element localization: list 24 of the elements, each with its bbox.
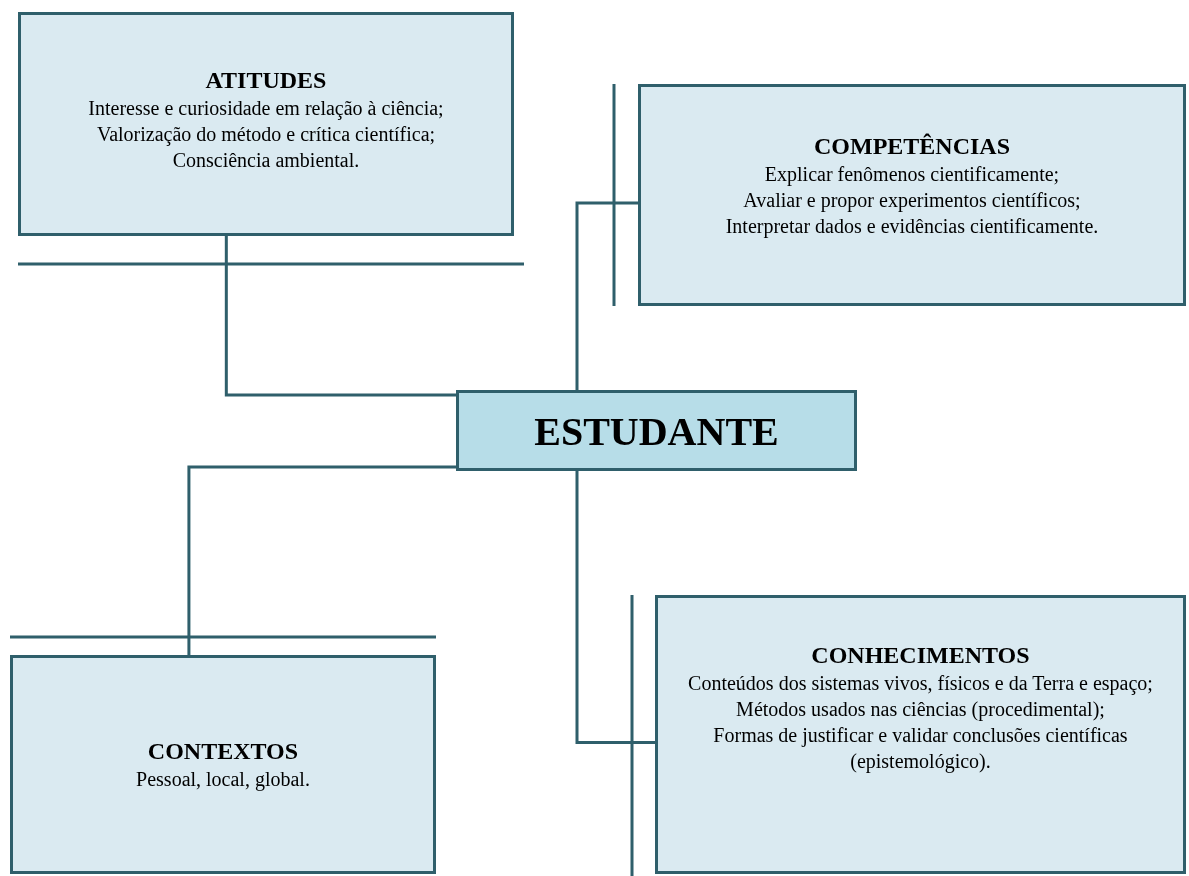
category-box bbox=[10, 655, 436, 874]
box-heading: CONHECIMENTOS bbox=[811, 641, 1030, 670]
connector-line bbox=[187, 465, 456, 655]
box-text: Interpretar dados e evidências cientificamente. bbox=[725, 214, 1099, 239]
box-text: Valorização do método e crítica científica; bbox=[96, 122, 436, 147]
box-heading: CONTEXTOS bbox=[147, 737, 299, 766]
box-heading: ESTUDANTE bbox=[534, 408, 779, 456]
category-box bbox=[18, 12, 514, 236]
category-box bbox=[655, 595, 1186, 874]
box-text: Pessoal, local, global. bbox=[136, 767, 310, 792]
box-text: Explicar fenômenos cientificamente; bbox=[764, 162, 1060, 187]
box-text: Conteúdos dos sistemas vivos, físicos e da Terra e espaço; bbox=[688, 671, 1153, 696]
box-heading: ATITUDES bbox=[205, 66, 327, 95]
connector-line bbox=[575, 201, 638, 390]
box-heading: COMPETÊNCIAS bbox=[814, 132, 1010, 161]
box-text: Avaliar e propor experimentos científicos; bbox=[743, 188, 1081, 213]
central-box bbox=[456, 390, 857, 471]
connector-line bbox=[575, 471, 655, 744]
box-text: Métodos usados nas ciências (procedimental); bbox=[736, 697, 1105, 722]
category-box bbox=[638, 84, 1186, 306]
box-text: Consciência ambiental. bbox=[172, 148, 360, 173]
box-text: Formas de justificar e validar conclusões científicas (epistemológico). bbox=[712, 723, 1129, 774]
connector-line bbox=[224, 236, 456, 397]
box-text: Interesse e curiosidade em relação à ciência; bbox=[88, 96, 444, 121]
